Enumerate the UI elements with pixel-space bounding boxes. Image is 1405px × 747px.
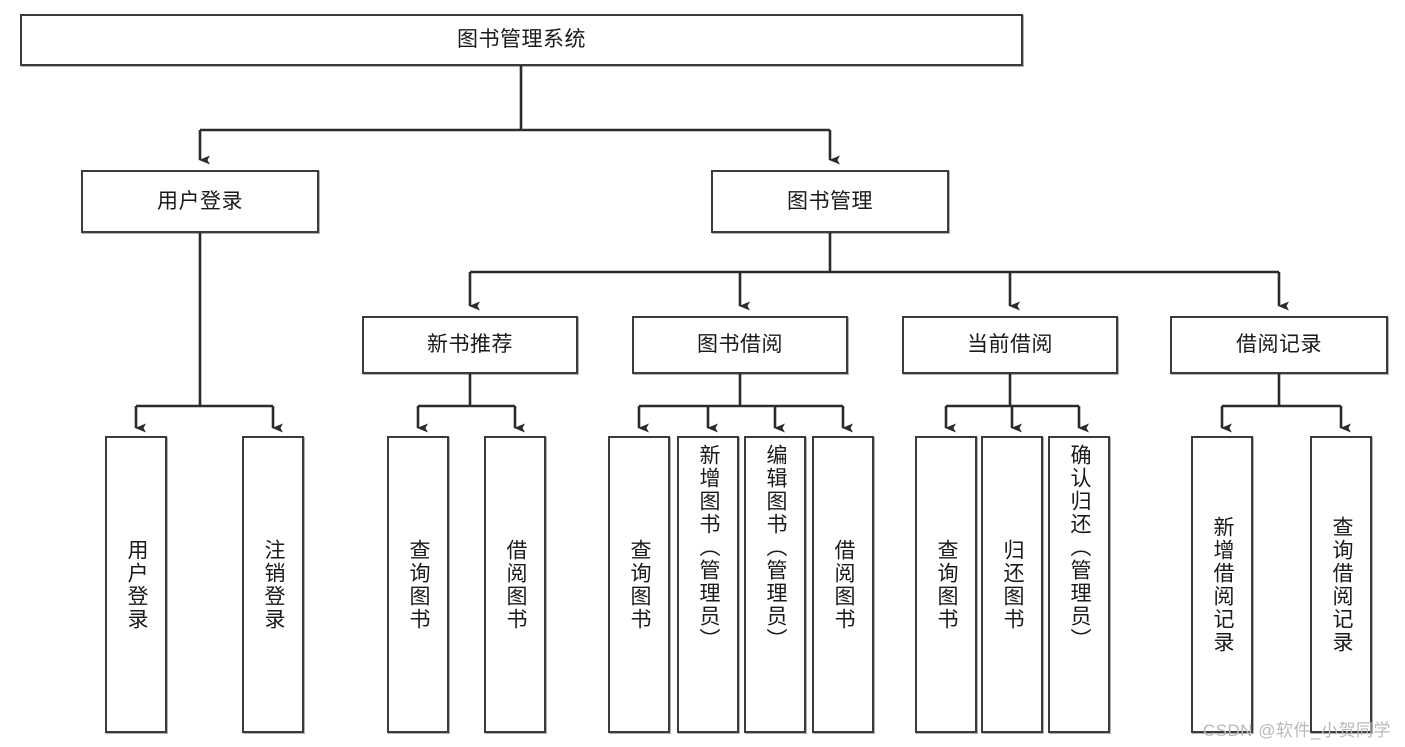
leaf-query-book-recommend[interactable]: 查询图书: [387, 436, 449, 733]
node-new-book-recommend[interactable]: 新书推荐: [362, 316, 578, 374]
leaf-add-borrow-record[interactable]: 新增借阅记录: [1191, 436, 1253, 733]
node-label: 借阅记录: [1236, 333, 1322, 357]
leaf-edit-book-admin[interactable]: 编辑图书（管理员）: [744, 436, 806, 733]
node-label: 借阅图书: [504, 538, 528, 631]
node-label: 查询图书: [935, 538, 959, 631]
node-user-login[interactable]: 用户登录: [81, 170, 319, 233]
node-label: 用户登录: [125, 538, 149, 631]
node-label: 用户登录: [157, 189, 243, 213]
node-root-system[interactable]: 图书管理系统: [20, 14, 1023, 66]
leaf-user-login[interactable]: 用户登录: [105, 436, 167, 733]
edges-login-to-leaves: [134, 233, 283, 433]
node-label: 图书借阅: [697, 333, 783, 357]
leaf-borrow-book[interactable]: 借阅图书: [812, 436, 874, 733]
node-label: 新书推荐: [427, 333, 513, 357]
node-label: 查询图书: [407, 538, 431, 631]
node-current-borrow[interactable]: 当前借阅: [902, 316, 1118, 374]
node-label: 查询借阅记录: [1330, 515, 1354, 654]
node-label: 查询图书: [628, 538, 652, 631]
edges-borrow-to-leaves: [637, 374, 853, 433]
leaf-return-book[interactable]: 归还图书: [981, 436, 1043, 733]
leaf-borrow-book-recommend[interactable]: 借阅图书: [484, 436, 546, 733]
edges-record-to-leaves: [1220, 374, 1351, 433]
edges-newbook-to-leaves: [416, 374, 525, 433]
node-label: 归还图书: [1001, 538, 1025, 631]
leaf-query-book-current[interactable]: 查询图书: [915, 436, 977, 733]
leaf-add-book-admin[interactable]: 新增图书（管理员）: [677, 436, 739, 733]
node-label: 确认归还（管理员）: [1068, 444, 1092, 651]
node-label: 当前借阅: [967, 333, 1053, 357]
node-label: 图书管理: [787, 189, 873, 213]
node-label: 图书管理系统: [457, 28, 586, 52]
node-label: 借阅图书: [832, 538, 856, 631]
node-label: 注销登录: [262, 538, 286, 631]
edges-bookmgmt-to-level3: [468, 233, 1289, 311]
node-book-management[interactable]: 图书管理: [711, 170, 949, 233]
edges-current-to-leaves: [944, 374, 1089, 433]
leaf-query-borrow-record[interactable]: 查询借阅记录: [1310, 436, 1372, 733]
node-label: 编辑图书（管理员）: [764, 444, 788, 651]
node-label: 新增借阅记录: [1211, 515, 1235, 654]
leaf-confirm-return-admin[interactable]: 确认归还（管理员）: [1048, 436, 1110, 733]
watermark-text: CSDN @软件_小贺同学: [1202, 721, 1391, 740]
leaf-logout[interactable]: 注销登录: [242, 436, 304, 733]
edges-root-to-level2: [198, 66, 840, 165]
leaf-query-book-borrow[interactable]: 查询图书: [608, 436, 670, 733]
node-book-borrow[interactable]: 图书借阅: [632, 316, 848, 374]
node-label: 新增图书（管理员）: [697, 444, 721, 651]
node-borrow-record[interactable]: 借阅记录: [1170, 316, 1388, 374]
